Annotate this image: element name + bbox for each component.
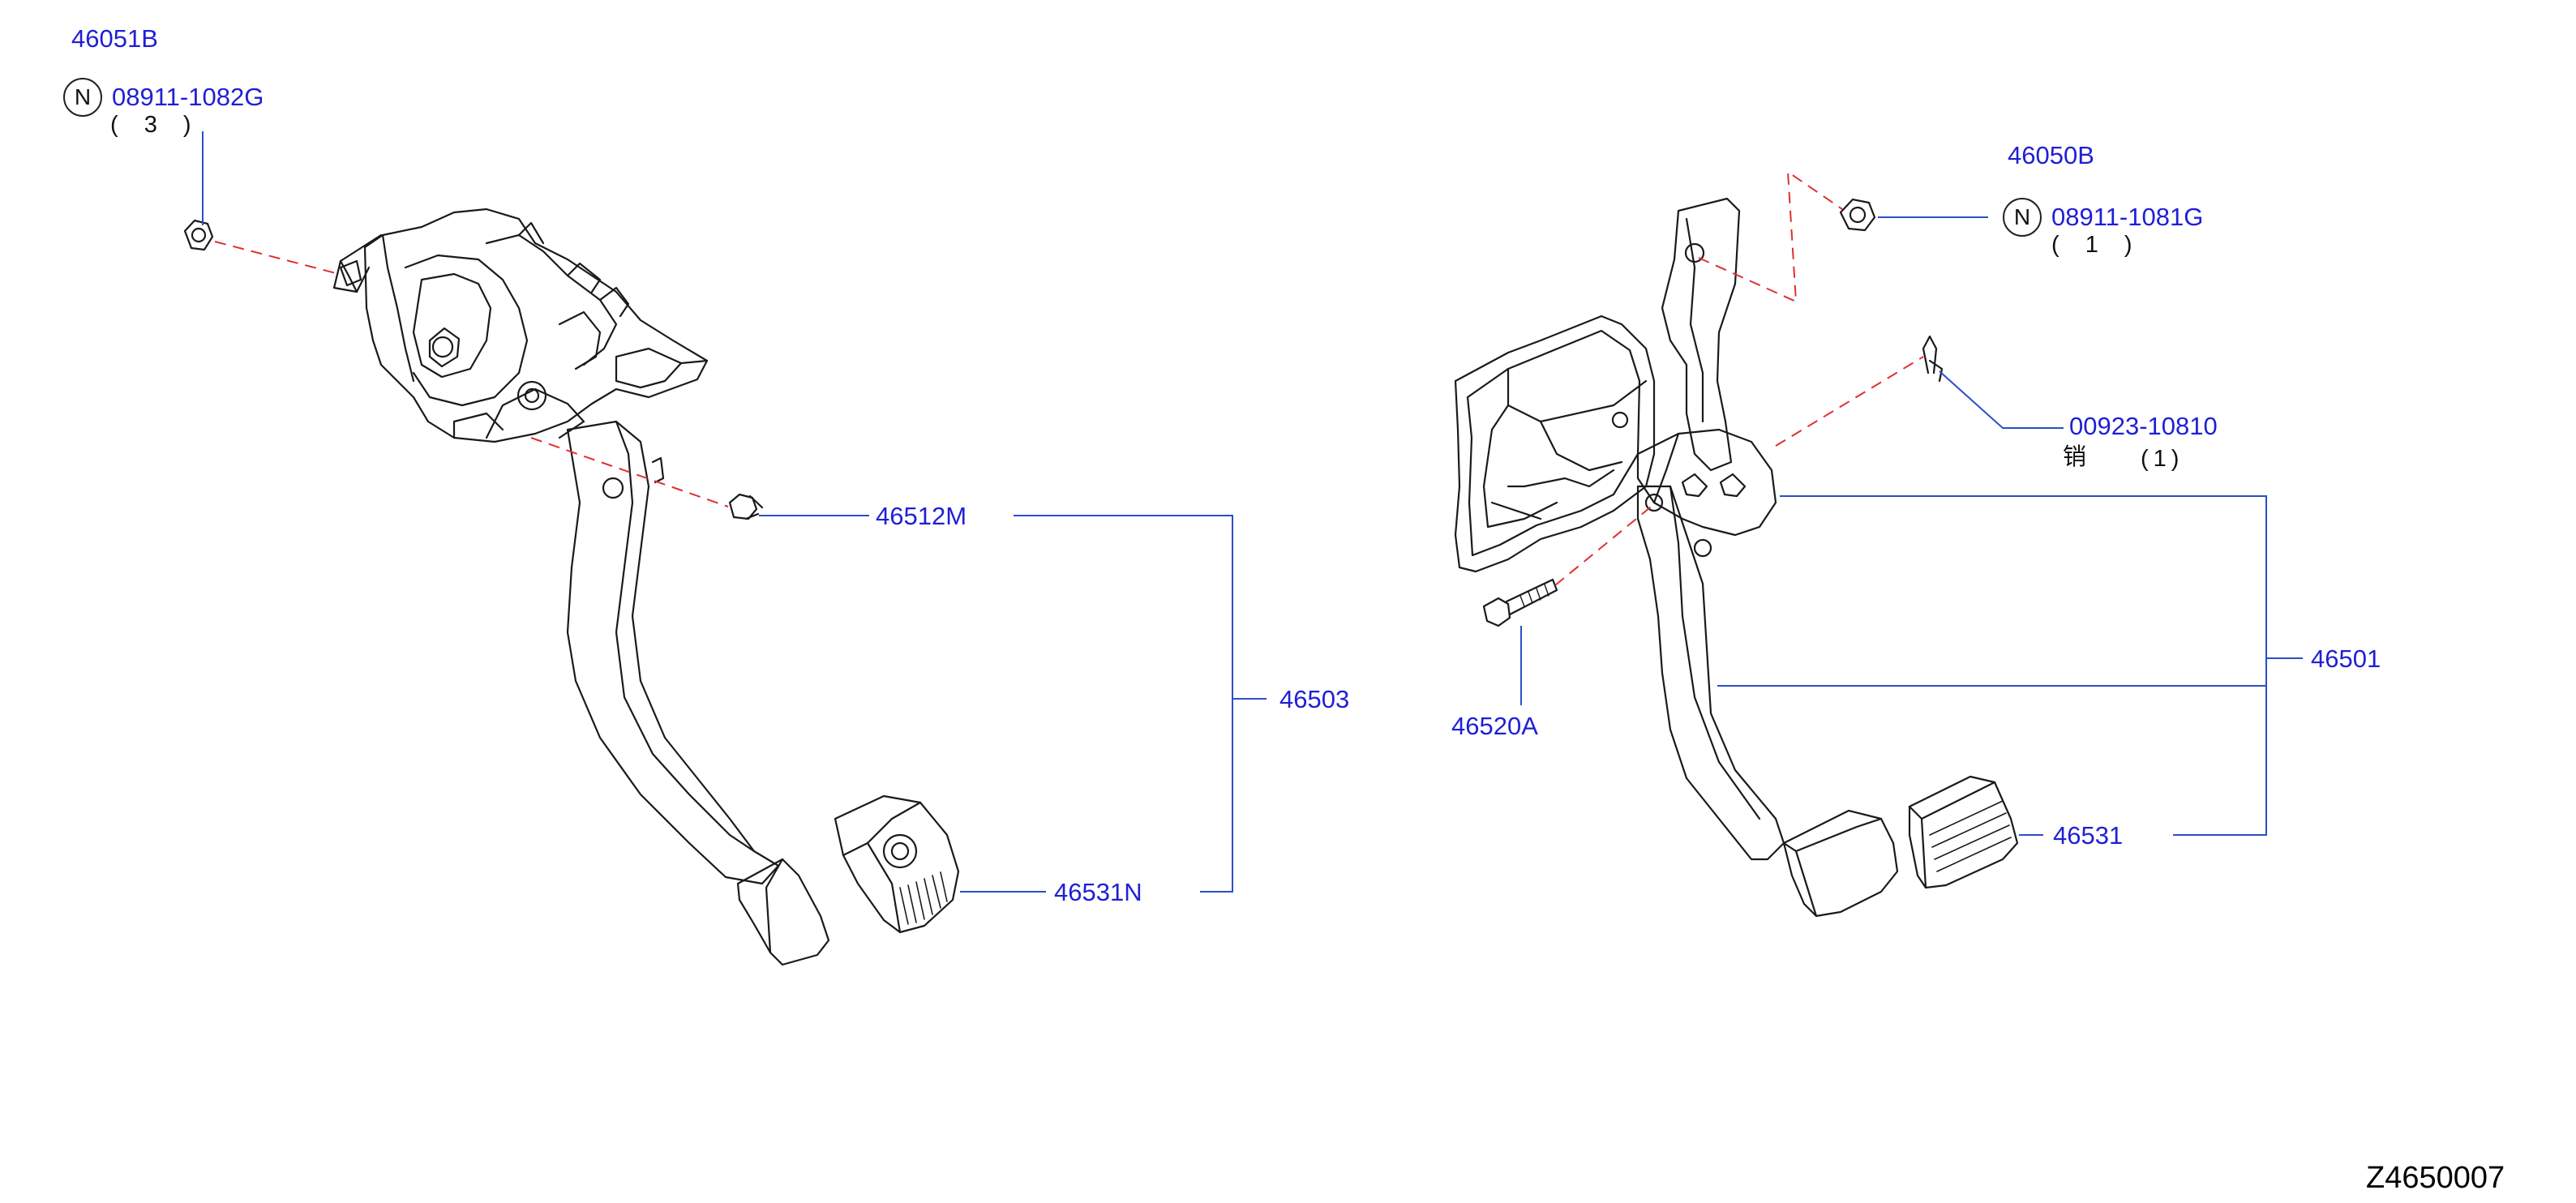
right-nut-qty: ( 1 ) xyxy=(2051,232,2142,258)
left-nut-qty: ( 3 ) xyxy=(110,112,201,138)
leader-lines xyxy=(202,131,2303,893)
right-nut-label[interactable]: 08911-1081G xyxy=(2051,203,2204,231)
right-clip-label[interactable]: 00923-10810 xyxy=(2069,412,2218,440)
left-nut-label[interactable]: 08911-1082G xyxy=(112,83,264,111)
left-n-marker: N xyxy=(63,78,102,117)
right-clip-name: 销 xyxy=(2063,444,2087,470)
brake-upper-stay xyxy=(1661,197,1741,472)
brake-clip xyxy=(1922,335,1944,383)
brake-pad-loose xyxy=(1908,775,2019,889)
right-clip-qty: (1) xyxy=(2141,446,2184,472)
left-group-label: 46051B xyxy=(71,24,158,53)
left-bolt-label[interactable]: 46512M xyxy=(876,502,967,530)
clutch-bracket xyxy=(363,208,709,443)
figure-code: Z4650007 xyxy=(2366,1161,2505,1195)
brake-bolt xyxy=(1482,597,1511,627)
clutch-nut xyxy=(183,219,214,251)
fastener-paths xyxy=(214,170,1924,586)
brake-bracket-frame xyxy=(1454,315,1656,573)
brake-pedal-assembly xyxy=(1454,197,2019,918)
left-pad-label[interactable]: 46531N xyxy=(1054,878,1142,906)
clutch-pedal-pad-mounted xyxy=(736,858,830,966)
brake-pedal-pad-mounted xyxy=(1782,809,1899,918)
right-bolt-label[interactable]: 46520A xyxy=(1451,712,1538,740)
brake-nut xyxy=(1839,198,1876,232)
brake-pivot-plate xyxy=(1636,428,1777,537)
right-assembly-label[interactable]: 46501 xyxy=(2311,644,2381,673)
clutch-pad-loose xyxy=(834,794,960,934)
brake-pedal-arm xyxy=(1636,485,1785,861)
right-group-label: 46050B xyxy=(2008,141,2094,169)
left-assembly-label[interactable]: 46503 xyxy=(1279,685,1350,713)
clutch-bolt xyxy=(728,493,758,520)
right-n-marker: N xyxy=(2003,198,2042,237)
clutch-pedal-arm xyxy=(566,420,780,885)
right-pad-label[interactable]: 46531 xyxy=(2053,821,2124,850)
clutch-pedal-assembly xyxy=(183,208,960,966)
